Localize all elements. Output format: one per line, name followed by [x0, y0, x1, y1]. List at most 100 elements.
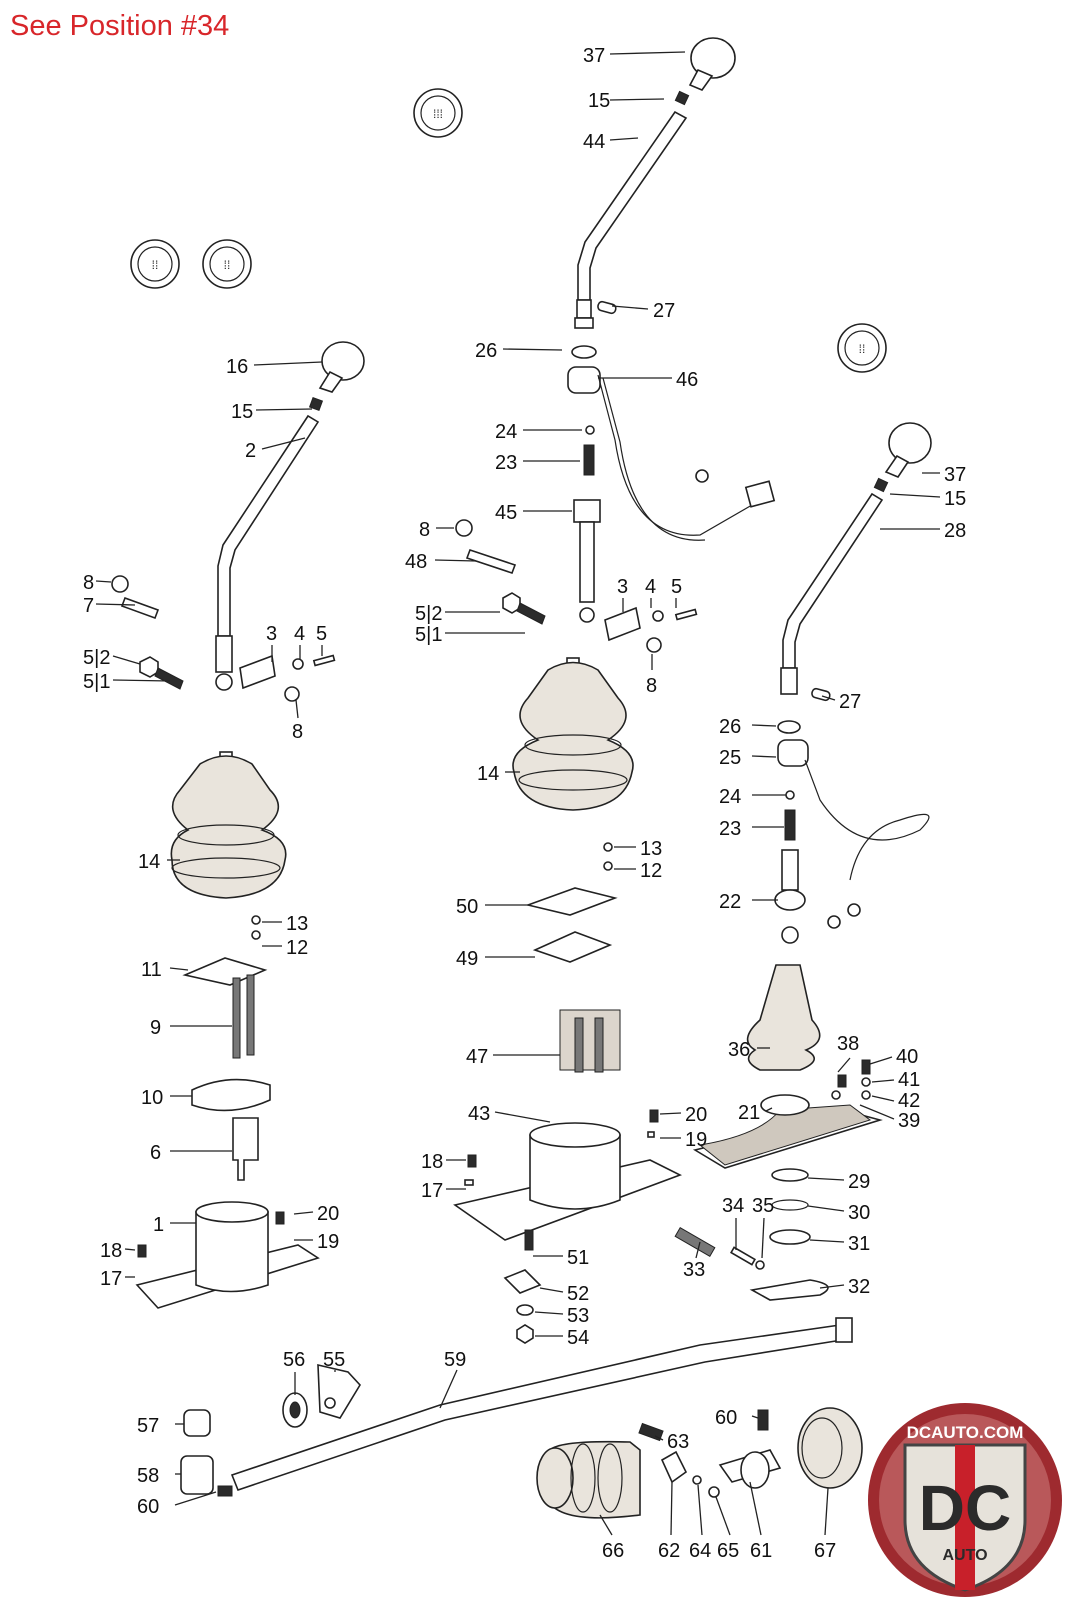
callout-53: 53 — [567, 1305, 589, 1327]
svg-text:⁞⁞: ⁞⁞ — [859, 342, 866, 356]
callout-23: 23 — [495, 452, 517, 474]
callout-34: 34 — [722, 1195, 744, 1217]
callout-10: 10 — [141, 1087, 163, 1109]
callout-28: 28 — [944, 520, 966, 542]
callout-3: 3 — [617, 576, 628, 598]
callout-24: 24 — [495, 421, 517, 443]
callout-60: 60 — [715, 1407, 737, 1429]
callout-56: 56 — [283, 1349, 305, 1371]
callout-32: 32 — [848, 1276, 870, 1298]
callout-43: 43 — [468, 1103, 490, 1125]
center-shift-lever — [567, 37, 776, 623]
page-title: See Position #34 — [10, 10, 230, 42]
callout-20: 20 — [685, 1104, 707, 1126]
right-rubber-boot — [746, 964, 821, 1071]
callout-50: 50 — [456, 896, 478, 918]
callout-15: 15 — [944, 488, 966, 510]
callout-48: 48 — [405, 551, 427, 573]
callout-5-2: 5|2 — [415, 603, 442, 625]
right-shift-lever — [774, 422, 932, 944]
callout-3: 3 — [266, 623, 277, 645]
callout-4: 4 — [294, 623, 305, 645]
callout-8: 8 — [83, 572, 94, 594]
callout-41: 41 — [898, 1069, 920, 1091]
callout-31: 31 — [848, 1233, 870, 1255]
callout-35: 35 — [752, 1195, 774, 1217]
callout-66: 66 — [602, 1540, 624, 1562]
callout-38: 38 — [837, 1033, 859, 1055]
callout-14: 14 — [477, 763, 499, 785]
callout-47: 47 — [466, 1046, 488, 1068]
callout-14: 14 — [138, 851, 160, 873]
callout-64: 64 — [689, 1540, 711, 1562]
callout-6: 6 — [150, 1142, 161, 1164]
callout-30: 30 — [848, 1202, 870, 1224]
callout-18: 18 — [100, 1240, 122, 1262]
part-callouts: 37 15 44 27 26 46 24 23 45 8 48 5|2 5|1 … — [83, 45, 966, 1562]
callout-1: 1 — [153, 1214, 164, 1236]
callout-26: 26 — [719, 716, 741, 738]
left-shift-lever — [111, 341, 365, 702]
callout-27: 27 — [653, 300, 675, 322]
callout-24: 24 — [719, 786, 741, 808]
callout-61: 61 — [750, 1540, 772, 1562]
callout-63: 63 — [667, 1431, 689, 1453]
callout-37: 37 — [944, 464, 966, 486]
dcauto-logo: DCAUTO.COM DC AUTO — [868, 1403, 1062, 1597]
callout-7: 7 — [83, 595, 94, 617]
callout-15: 15 — [588, 90, 610, 112]
callout-15: 15 — [231, 401, 253, 423]
callout-59: 59 — [444, 1349, 466, 1371]
svg-text:⁞⁞: ⁞⁞ — [224, 258, 231, 272]
callout-51: 51 — [567, 1247, 589, 1269]
svg-text:⁞⁞: ⁞⁞ — [152, 258, 159, 272]
callout-5-1: 5|1 — [83, 671, 110, 693]
callout-26: 26 — [475, 340, 497, 362]
callout-5: 5 — [671, 576, 682, 598]
callout-27: 27 — [839, 691, 861, 713]
shift-rod-assembly — [180, 1317, 863, 1519]
logo-url-text: DCAUTO.COM — [907, 1423, 1024, 1442]
shift-pattern-dial: ⁞⁞ — [130, 239, 180, 289]
callout-46: 46 — [676, 369, 698, 391]
leader-lines — [95, 51, 941, 1536]
callout-67: 67 — [814, 1540, 836, 1562]
callout-49: 49 — [456, 948, 478, 970]
callout-60: 60 — [137, 1496, 159, 1518]
callout-42: 42 — [898, 1090, 920, 1112]
center-rubber-boot — [512, 657, 634, 811]
callout-5-1: 5|1 — [415, 624, 442, 646]
callout-13: 13 — [640, 838, 662, 860]
callout-45: 45 — [495, 502, 517, 524]
callout-40: 40 — [896, 1046, 918, 1068]
callout-21: 21 — [738, 1102, 760, 1124]
right-base-stack — [674, 1059, 883, 1301]
callout-54: 54 — [567, 1327, 589, 1349]
center-linkage-hardware — [455, 519, 698, 653]
callout-17: 17 — [100, 1268, 122, 1290]
callout-55: 55 — [323, 1349, 345, 1371]
center-base-stack — [453, 842, 683, 1344]
logo-mark: DC — [919, 1472, 1011, 1544]
left-base-stack — [135, 915, 320, 1309]
shift-pattern-dial: ⁞⁞⁞ — [413, 88, 463, 138]
callout-33: 33 — [683, 1259, 705, 1281]
callout-44: 44 — [583, 131, 605, 153]
callout-20: 20 — [317, 1203, 339, 1225]
callout-29: 29 — [848, 1171, 870, 1193]
left-rubber-boot — [170, 751, 287, 899]
callout-17: 17 — [421, 1180, 443, 1202]
callout-12: 12 — [286, 937, 308, 959]
callout-9: 9 — [150, 1017, 161, 1039]
callout-19: 19 — [317, 1231, 339, 1253]
callout-62: 62 — [658, 1540, 680, 1562]
callout-8: 8 — [419, 519, 430, 541]
callout-8: 8 — [292, 721, 303, 743]
callout-65: 65 — [717, 1540, 739, 1562]
callout-11: 11 — [141, 959, 162, 981]
callout-8: 8 — [646, 675, 657, 697]
callout-36: 36 — [728, 1039, 750, 1061]
callout-5-2: 5|2 — [83, 647, 110, 669]
callout-18: 18 — [421, 1151, 443, 1173]
